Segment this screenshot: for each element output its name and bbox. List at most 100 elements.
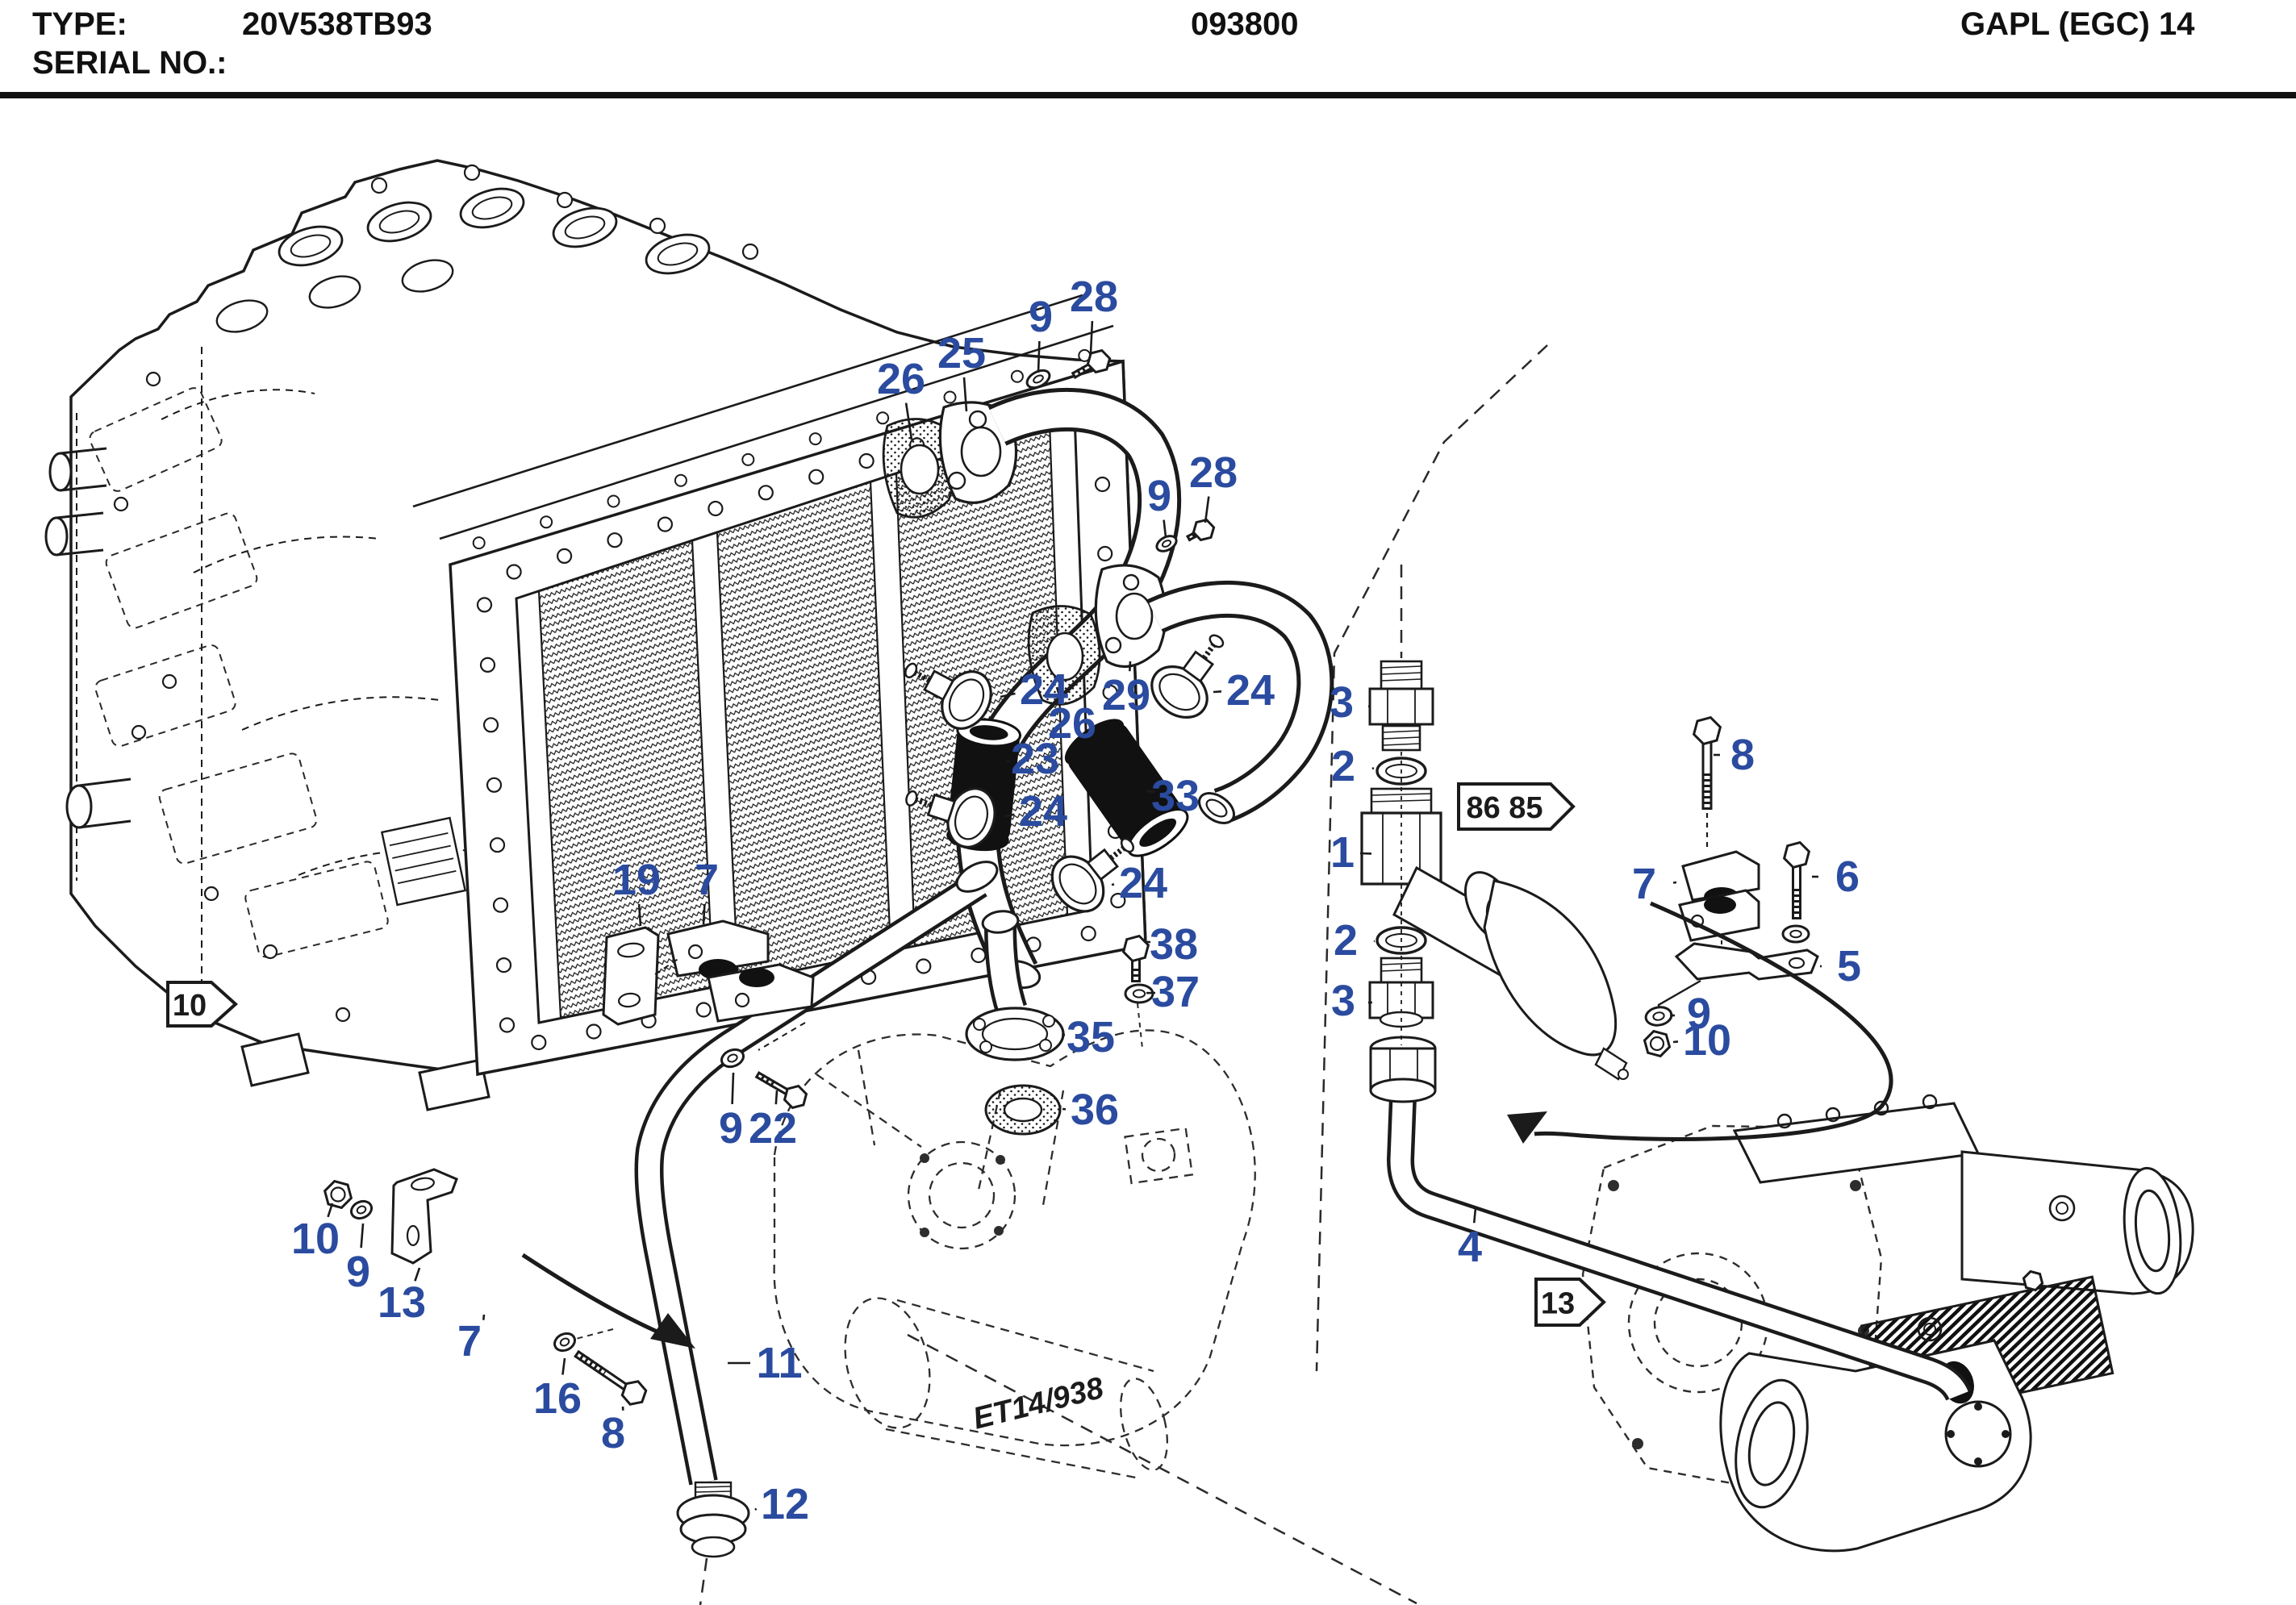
elbow-35 <box>965 910 1065 1061</box>
callout-label: 4 <box>1458 1223 1482 1271</box>
callout: 4 <box>1458 1207 1482 1271</box>
callout-label: 3 <box>1330 678 1354 727</box>
flow-arrow-left <box>521 1253 695 1349</box>
callout-label: 26 <box>1048 699 1096 748</box>
callout: 33 <box>1146 772 1200 820</box>
callout: 35 <box>1062 1013 1115 1061</box>
bolt <box>574 1349 648 1406</box>
gasket-26-upper <box>882 418 956 519</box>
callout: 28 <box>1189 448 1238 523</box>
callout-label: 19 <box>612 856 661 904</box>
callout-label: 22 <box>749 1104 797 1153</box>
dash-16 <box>569 1328 614 1341</box>
bolt <box>1186 518 1216 542</box>
gasket-26-lower <box>1027 605 1101 706</box>
callout-label: 9 <box>346 1248 370 1296</box>
header-rule <box>0 92 2296 98</box>
bolt <box>1692 715 1722 810</box>
callout: 1 <box>1330 828 1372 877</box>
callout: 13 <box>378 1267 426 1327</box>
callout: 10 <box>1672 1016 1731 1065</box>
drawing-ref-label: ET14/938 <box>970 1371 1108 1436</box>
callout-label: 2 <box>1331 742 1355 790</box>
oil-cooler-housing-phantom <box>773 1029 1256 1479</box>
bolt-head <box>620 1380 648 1406</box>
callout-label: 24 <box>1020 665 1068 714</box>
flag-label: 13 <box>1541 1287 1575 1321</box>
callout: 7 <box>457 1314 486 1365</box>
callout-label: 36 <box>1071 1086 1119 1134</box>
callout-label: 9 <box>719 1104 743 1153</box>
callout: 16 <box>533 1357 582 1423</box>
callout: 24 <box>1213 666 1275 715</box>
callout-label: 28 <box>1070 273 1118 321</box>
flag-label: 86 85 <box>1466 791 1542 825</box>
bolt-head <box>1086 348 1112 374</box>
callout: 37 <box>1146 968 1200 1016</box>
callout-label: 16 <box>533 1374 582 1423</box>
callout: 9 <box>346 1223 370 1296</box>
callout: 5 <box>1820 942 1861 990</box>
callout: 7 <box>695 856 719 925</box>
callout-label: 12 <box>761 1480 809 1528</box>
washer <box>1781 924 1810 944</box>
callout-label: 10 <box>1683 1016 1731 1065</box>
bracket-19 <box>602 926 660 1026</box>
washer <box>553 1332 576 1353</box>
callout-label: 7 <box>1632 860 1656 908</box>
bolt-head <box>1782 840 1811 869</box>
callout: 7 <box>1632 860 1677 908</box>
washer <box>349 1199 374 1220</box>
callout-label: 7 <box>695 856 719 904</box>
callout: 22 <box>749 1090 797 1153</box>
hose-clamp <box>1150 634 1225 719</box>
nut <box>323 1179 353 1210</box>
callout-label: 23 <box>1011 735 1059 783</box>
nut <box>1643 1029 1672 1058</box>
callout: 9 <box>1670 990 1711 1038</box>
engine-feet <box>240 1032 491 1111</box>
pipe-4 <box>1386 1096 1972 1402</box>
fitting-3-upper <box>1368 660 1434 752</box>
bolt-head <box>1192 518 1216 542</box>
callout-label: 24 <box>1019 787 1067 836</box>
banjo-fitting-stack <box>1360 660 1629 1103</box>
callout: 12 <box>754 1480 809 1528</box>
housing-port-dots <box>920 1153 1005 1237</box>
bolt <box>1071 348 1112 379</box>
callout-label: 11 <box>756 1339 802 1387</box>
id-plate <box>380 816 467 907</box>
callout: 36 <box>1062 1086 1119 1134</box>
bolt <box>1782 840 1811 919</box>
callout-label: 35 <box>1067 1013 1115 1061</box>
pipe-11 <box>634 861 999 1486</box>
flange-25 <box>938 401 1018 504</box>
callout: 8 <box>601 1406 625 1457</box>
hardware-layer <box>323 348 2044 1406</box>
engine-pipe-stubs <box>44 447 131 829</box>
bolt-head <box>1692 715 1722 746</box>
bracket-13-left <box>390 1168 458 1265</box>
bolt-head <box>1643 1029 1672 1058</box>
bolt <box>754 1071 808 1110</box>
callout-label: 28 <box>1189 448 1238 497</box>
pump-assembly <box>1581 1094 2194 1553</box>
callout: 9 <box>719 1072 743 1153</box>
callout-label: 24 <box>1226 666 1275 715</box>
hose-clamp <box>904 662 992 730</box>
callout: 3 <box>1330 678 1371 727</box>
clamp-blocks-7-left <box>654 919 815 1051</box>
callout-label: 8 <box>1730 731 1755 779</box>
callout-label: 13 <box>378 1278 426 1327</box>
serial-label: SERIAL NO.: <box>32 45 228 81</box>
type-label: TYPE: <box>32 6 127 42</box>
callout: 28 <box>1070 273 1118 354</box>
callout: 3 <box>1331 977 1372 1025</box>
reference-flag: 86 85 <box>1457 782 1576 831</box>
washer <box>1025 369 1051 390</box>
callout: 24 <box>1000 665 1068 714</box>
callout-label: 7 <box>457 1317 482 1365</box>
callout-label: 1 <box>1330 828 1355 877</box>
